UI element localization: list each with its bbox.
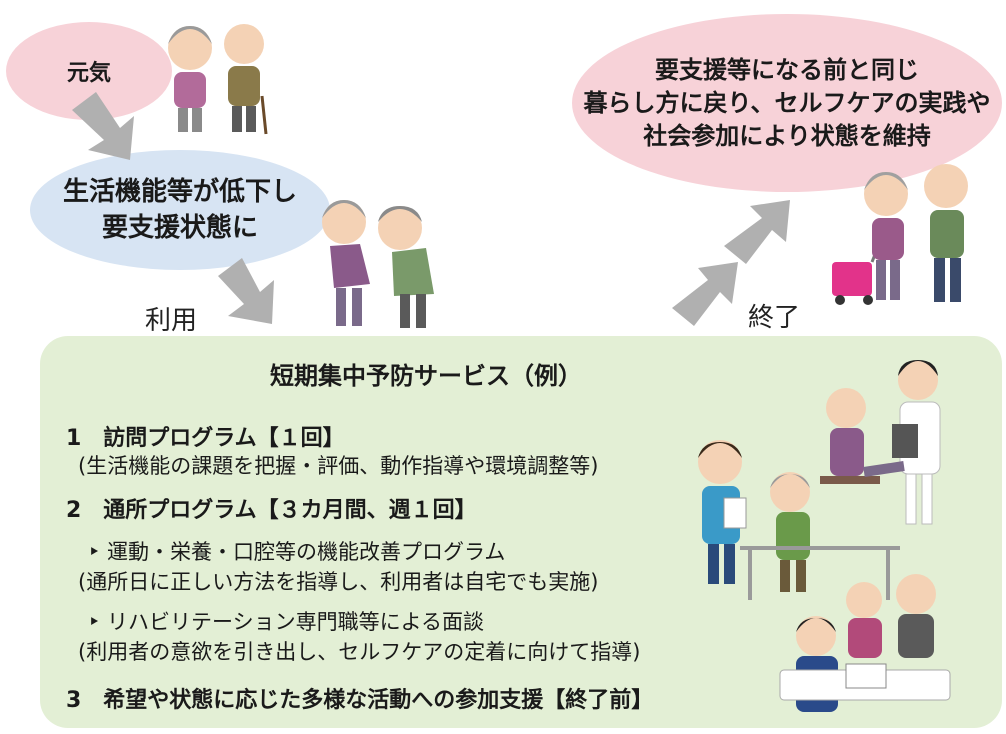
item3-heading: 3 希望や状態に応じた多様な活動への参加支援【終了前】 xyxy=(66,688,654,713)
arrow-down-icon xyxy=(72,92,134,160)
decline-line2: 要支援状態に xyxy=(101,213,258,243)
decline-line1: 生活機能等が低下し xyxy=(62,177,297,207)
end-label: 終了 xyxy=(748,303,801,333)
elderly-couple-icon xyxy=(864,164,968,302)
item1-note: (生活機能の課題を把握・評価、動作指導や環境調整等) xyxy=(78,454,599,478)
goal-line2: 暮らし方に戻り、セルフケアの実践や xyxy=(583,88,991,117)
elderly-couple-icon xyxy=(322,200,434,328)
item2-heading: 2 通所プログラム【３カ月間、週１回】 xyxy=(66,498,477,523)
item2-sub2: ‣ リハビリテーション専門職等による面談 xyxy=(88,610,485,634)
bubble-decline: 生活機能等が低下し 要支援状態に xyxy=(30,150,330,270)
elderly-couple-icon xyxy=(168,24,268,135)
goal-line3: 社会参加により状態を維持 xyxy=(643,121,931,150)
arrow-down-icon xyxy=(218,258,274,324)
service-title: 短期集中予防サービス（例） xyxy=(270,362,582,390)
arrow-up-icon xyxy=(672,262,738,326)
caregiver-icon xyxy=(820,360,941,525)
arrow-up-icon xyxy=(724,200,790,264)
item2-sub1: ‣ 運動・栄養・口腔等の機能改善プログラム xyxy=(88,540,506,564)
item2-sub1-note: (通所日に正しい方法を指導し、利用者は自宅でも実施) xyxy=(78,570,599,594)
caregiver-icon xyxy=(698,440,900,600)
bubble-goal: 要支援等になる前と同じ 暮らし方に戻り、セルフケアの実践や 社会参加により状態を… xyxy=(572,14,1002,192)
caregiver-icon xyxy=(779,574,951,712)
item1-heading: 1 訪問プログラム【１回】 xyxy=(66,426,345,451)
use-label: 利用 xyxy=(145,306,198,336)
goal-line1: 要支援等になる前と同じ xyxy=(654,55,919,84)
genki-text: 元気 xyxy=(66,61,111,86)
item2-sub2-note: (利用者の意欲を引き出し、セルフケアの定着に向けて指導) xyxy=(78,640,641,664)
